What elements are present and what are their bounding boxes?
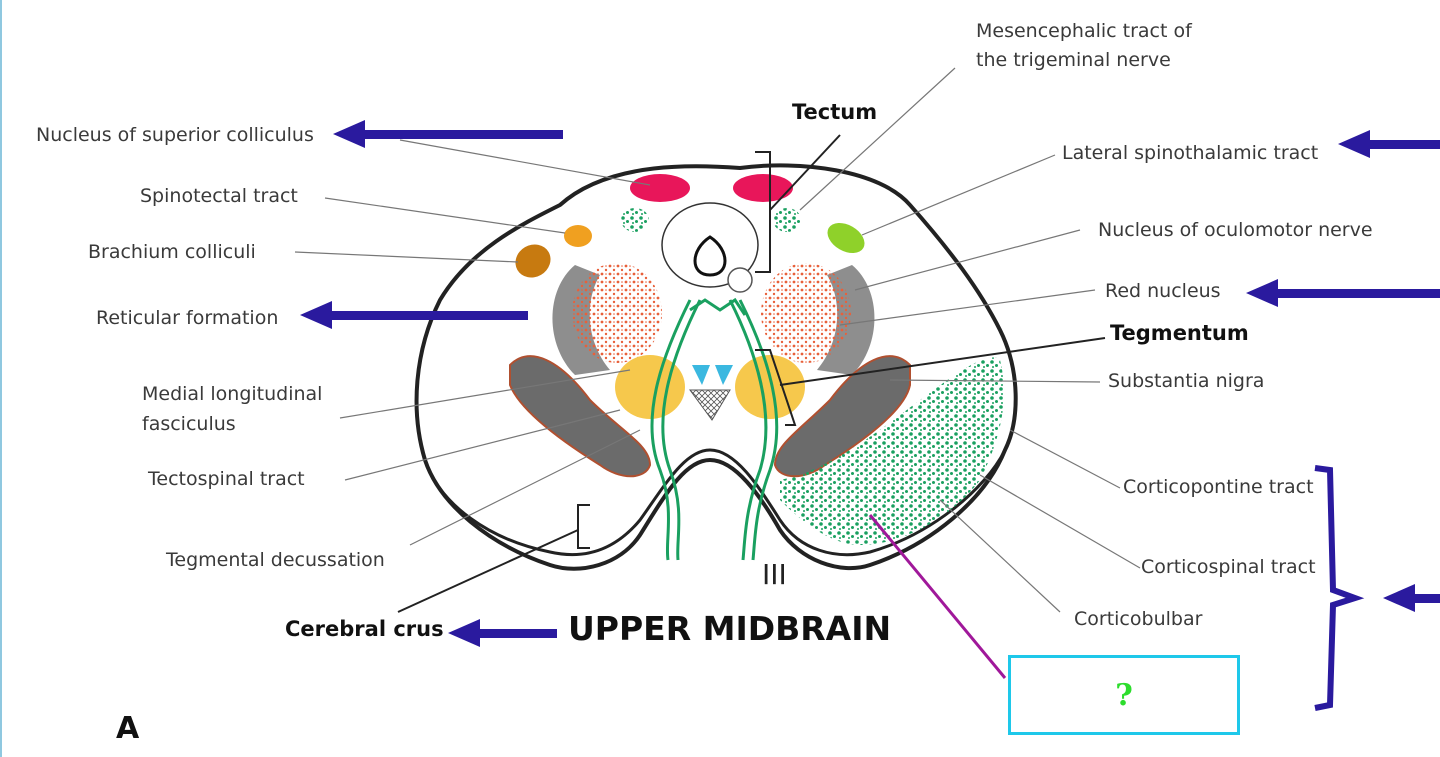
label-tectum: Tectum [792,100,878,124]
crus-group-brace [1314,465,1365,711]
substantia-nigra-right [773,355,911,478]
cerebral-crus-leader [397,529,579,613]
red-nucleus-left [572,263,662,363]
red-nucleus-right [761,263,851,363]
label-mlf-line1: Medial longitudinal [142,383,323,405]
tectum-bracket [755,151,771,273]
question-mark: ? [1115,677,1133,713]
tegmentum-leader [779,337,1106,386]
lateral-spinothalamic-marker [827,222,865,254]
superior-colliculus-left [630,174,690,202]
panel-letter: A [116,711,140,746]
label-spinotectal: Spinotectal tract [140,185,298,207]
mlf-left [615,355,685,419]
mlf-right [735,355,805,419]
mesencephalic-tract-left [621,208,649,232]
label-substantia-nigra: Substantia nigra [1108,370,1265,392]
label-tegmentum: Tegmentum [1110,321,1249,345]
question-answer-box[interactable]: ? [1008,655,1240,735]
label-cerebral-crus: Cerebral crus [285,617,444,641]
decussation-net [689,389,731,421]
label-reticular-formation: Reticular formation [96,307,279,329]
oculomotor-nucleus-right [715,365,733,385]
label-tectospinal: Tectospinal tract [148,468,305,490]
cerebral-crus-fibers [780,357,1004,545]
oculomotor-nucleus-left [692,365,710,385]
label-corticobulbar: Corticobulbar [1074,608,1203,630]
mesencephalic-tract-right [773,208,801,232]
cerebral-aqueduct [693,235,727,277]
label-corticopontine: Corticopontine tract [1123,476,1314,498]
superior-colliculus-right [733,174,793,202]
label-nucleus-oculomotor: Nucleus of oculomotor nerve [1098,219,1373,241]
label-brachium-colliculi: Brachium colliculi [88,241,256,263]
blue-arrows [300,120,1440,647]
crus-bracket [577,504,590,549]
label-lateral-spinothalamic: Lateral spinothalamic tract [1062,142,1319,164]
label-red-nucleus: Red nucleus [1105,280,1221,302]
label-corticospinal: Corticospinal tract [1141,556,1316,578]
label-mesencephalic-tract-line2: the trigeminal nerve [976,49,1171,71]
label-nucleus-superior-colliculus: Nucleus of superior colliculus [36,124,314,146]
oculomotor-nerve-fibers [650,297,779,561]
question-pointer [868,514,1007,679]
label-mlf-line2: fasciculus [142,413,236,435]
leader-lines [294,67,1141,613]
tegmentum-bracket [755,349,797,426]
oculomotor-nucleus-circle [727,267,753,293]
spinotectal-tract-marker [564,225,592,247]
label-tegmental-decussation: Tegmental decussation [166,549,385,571]
label-mesencephalic-tract-line1: Mesencephalic tract of [976,20,1192,42]
tectum-leader [769,134,841,211]
diagram-title: UPPER MIDBRAIN [568,609,892,648]
nerve-numeral: III [762,558,787,591]
brachium-colliculi-marker [515,244,551,278]
